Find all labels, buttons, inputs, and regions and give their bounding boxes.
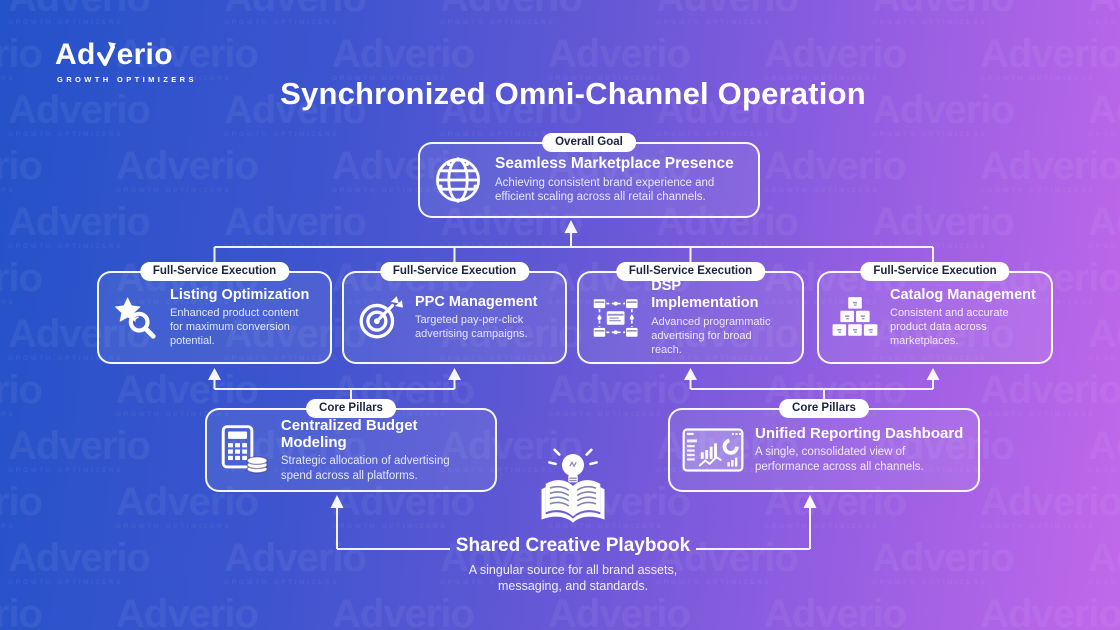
execution-title: Catalog Management bbox=[890, 286, 1036, 303]
execution-description: Consistent and accurate product data acr… bbox=[890, 307, 1009, 348]
pillar-title: Centralized Budget Modeling bbox=[280, 416, 418, 451]
execution-badge: Full-Service Execution bbox=[139, 262, 290, 282]
brand-wordmark-left: Ad bbox=[55, 38, 96, 71]
pillar-badge: Core Pillars bbox=[306, 399, 396, 419]
globe-icon bbox=[436, 157, 480, 203]
target-arrow-icon bbox=[359, 295, 403, 338]
dashboard-icon bbox=[682, 428, 744, 472]
execution-card-catalog-management: Full-Service Execution Catalog Managemen… bbox=[817, 262, 1053, 364]
execution-card-dsp-implementation: Full-Service Execution DSP Implementatio… bbox=[577, 262, 804, 364]
pillar-description: Strategic allocation of advertising spen… bbox=[280, 455, 450, 482]
execution-badge: Full-Service Execution bbox=[615, 262, 766, 282]
brand-logo: Ad erio GROWTH OPTIMIZERS bbox=[55, 38, 197, 84]
pillar-description: A single, consolidated view of performan… bbox=[755, 446, 924, 474]
execution-description: Targeted pay-per-click advertising campa… bbox=[415, 314, 528, 341]
page-title: Synchronized Omni-Channel Operation bbox=[280, 76, 866, 111]
network-windows-icon bbox=[593, 298, 638, 337]
overall-goal-card: Overall Goal Seamless Marketplace Presen… bbox=[418, 133, 760, 218]
playbook-description: A singular source for all brand assets, … bbox=[468, 563, 678, 594]
brand-tagline: GROWTH OPTIMIZERS bbox=[57, 75, 197, 84]
execution-description: Advanced programmatic advertising for br… bbox=[651, 315, 771, 356]
star-magnifier-icon bbox=[114, 296, 156, 339]
logo-check-arrow-icon bbox=[96, 41, 116, 66]
execution-title: PPC Management bbox=[415, 293, 538, 310]
execution-badge: Full-Service Execution bbox=[379, 262, 530, 282]
pillar-badge: Core Pillars bbox=[779, 399, 869, 419]
overall-goal-badge: Overall Goal bbox=[542, 133, 636, 153]
overall-goal-title: Seamless Marketplace Presence bbox=[495, 154, 734, 172]
pillar-title: Unified Reporting Dashboard bbox=[755, 425, 964, 443]
playbook-title: Shared Creative Playbook bbox=[455, 535, 691, 556]
execution-title: DSP Implementation bbox=[651, 278, 759, 311]
brand-wordmark-right: erio bbox=[116, 38, 173, 71]
stacked-boxes-icon bbox=[832, 296, 878, 336]
execution-card-ppc-management: Full-Service Execution PPC Management Ta… bbox=[342, 262, 567, 364]
execution-title: Listing Optimization bbox=[170, 286, 310, 303]
calculator-coins-icon bbox=[221, 425, 268, 474]
overall-goal-description: Achieving consistent brand experience an… bbox=[495, 176, 715, 204]
execution-description: Enhanced product content for maximum con… bbox=[170, 307, 299, 348]
brand-wordmark: Ad erio bbox=[55, 38, 197, 72]
playbook-section bbox=[531, 443, 615, 532]
execution-badge: Full-Service Execution bbox=[860, 262, 1010, 282]
book-lightbulb-icon bbox=[541, 448, 605, 523]
execution-card-listing-optimization: Full-Service Execution Listing Optimizat… bbox=[97, 262, 332, 364]
pillar-card-reporting-dashboard: Core Pillars bbox=[668, 399, 980, 492]
pillar-card-budget-modeling: Core Pillars Centralized Budget Modeling… bbox=[205, 399, 497, 492]
